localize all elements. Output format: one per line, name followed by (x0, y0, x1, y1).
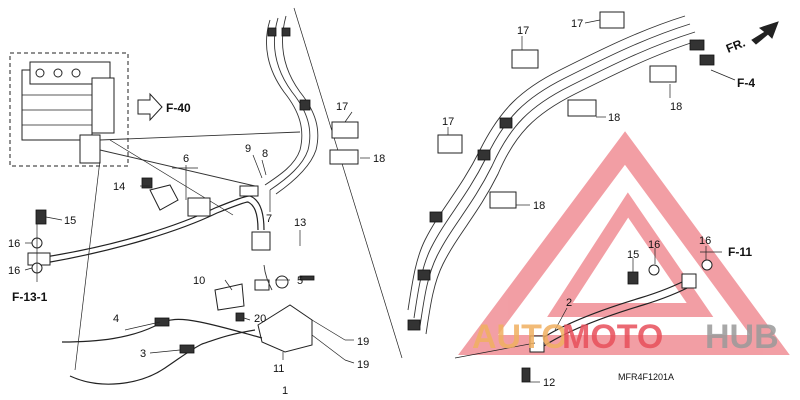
callout-18c: 18 (608, 112, 620, 124)
callout-6: 6 (183, 153, 189, 165)
callout-leaders (24, 19, 736, 383)
front-direction-arrow-icon (751, 21, 779, 45)
hose-clamp (141, 177, 179, 211)
callout-16c: 16 (648, 239, 660, 251)
callout-18d: 18 (670, 101, 682, 113)
watermark-auto: AUTO (472, 318, 568, 356)
banjo-bolts-left (31, 209, 47, 282)
callout-9: 9 (245, 143, 251, 155)
callout-12: 12 (543, 377, 555, 389)
callout-16d: 16 (699, 235, 711, 247)
rear-brake-hose (454, 259, 713, 383)
ref-f40: F-40 (166, 101, 191, 115)
callout-1: 1 (282, 385, 288, 397)
callout-11: 11 (273, 363, 284, 375)
callout-17d: 17 (571, 18, 583, 30)
callout-15a: 15 (64, 215, 76, 227)
f40-arrow-icon (137, 92, 163, 122)
abs-modulator-unit (9, 52, 301, 371)
watermark-moto: MOTO (562, 318, 663, 356)
watermark-logo (458, 131, 790, 355)
callout-10: 10 (193, 275, 205, 287)
ref-f13-1: F-13-1 (12, 290, 48, 304)
callout-18a: 18 (373, 153, 385, 165)
callout-8: 8 (262, 148, 268, 160)
callout-16a: 16 (8, 238, 20, 250)
rear-brake-pipes (407, 15, 715, 335)
ref-f4: F-4 (737, 76, 755, 90)
callout-19a: 19 (357, 336, 369, 348)
diagram-part-code: MFR4F1201A (618, 372, 674, 382)
callout-17a: 17 (336, 101, 348, 113)
callout-20: 20 (254, 313, 266, 325)
delay-valve-assembly (214, 264, 346, 361)
callout-4: 4 (113, 313, 119, 325)
callout-16b: 16 (8, 265, 20, 277)
upper-brake-pipes (264, 7, 403, 359)
lower-brake-pipes (61, 317, 263, 385)
callout-5: 5 (297, 275, 303, 287)
watermark-wordmark: AUTO MOTO HUB (472, 318, 779, 356)
callout-17b: 17 (442, 116, 454, 128)
callout-13: 13 (294, 217, 306, 229)
callout-2: 2 (566, 297, 572, 309)
callout-18b: 18 (533, 200, 545, 212)
callout-3: 3 (140, 348, 146, 360)
ref-f11: F-11 (728, 245, 752, 259)
front-brake-hose (27, 185, 271, 266)
callout-7: 7 (266, 213, 272, 225)
watermark-hub: HUB (705, 318, 779, 356)
callout-15b: 15 (627, 249, 639, 261)
callout-17c: 17 (517, 25, 529, 37)
direction-label: FR. (724, 36, 747, 56)
pipe-clips (329, 11, 677, 209)
callout-19b: 19 (357, 359, 369, 371)
callout-14: 14 (113, 181, 125, 193)
